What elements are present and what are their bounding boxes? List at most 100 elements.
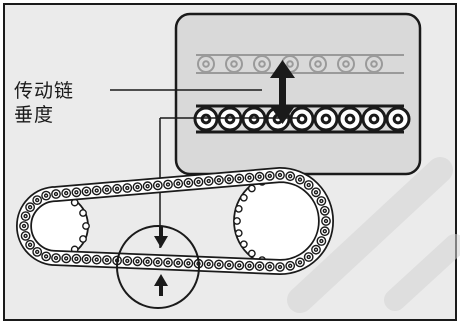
loop-link-pin [125,185,130,191]
front-sprocket-tooth [79,209,87,217]
front-sprocket-tooth [82,222,90,230]
main-link-pin [320,113,332,125]
rear-sprocket-tooth [234,204,243,213]
loop-link-pin [322,229,327,234]
loop-link-pin [288,174,293,179]
loop-link-pin [84,257,89,262]
loop-link-pin [27,205,33,210]
pinch-arrows-icon [154,226,168,296]
inset-main-links [193,106,411,132]
loop-link-pin [176,260,181,266]
loop-link-pin [21,223,27,229]
loop-link-pin [267,173,272,179]
faint-link-pin [202,60,210,68]
loop-link-pin [165,182,171,187]
main-link-pin [368,113,380,125]
rear-sprocket-tooth [239,193,248,202]
faint-link-pin [230,60,238,68]
loop-link-pin [247,175,252,180]
loop-link-pin [306,182,311,188]
loop-link-pin [23,233,28,239]
loop-link-pin [306,254,311,260]
loop-link-pin [23,213,28,219]
loop-link-pin [74,190,79,195]
loop-link-pin [206,178,211,184]
loop-link-pin [94,188,99,193]
loop-link-pin [27,242,33,247]
loop-link-pin [114,186,120,191]
faint-link-pin [286,60,294,68]
loop-link-pin [43,254,49,259]
main-link-pin [224,113,236,125]
loop-link-pin [176,181,181,186]
chain-links [19,170,331,272]
loop-link-pin [135,184,140,190]
loop-link-pin [64,190,69,196]
loop-link-pin [64,256,69,261]
loop-link-pin [53,191,59,197]
loop-link-pin [135,259,140,264]
loop-link-pin [165,260,171,265]
loop-link-pin [226,177,232,182]
loop-link-pin [196,179,201,185]
loop-link-pin [257,264,262,269]
rear-sprocket-tooth [233,217,241,225]
loop-link-pin [297,260,303,265]
label-sag: 垂度 [14,104,55,126]
loop-link-pin [247,263,252,268]
inset-main-chain [196,104,404,134]
loop-link-pin [35,197,40,203]
loop-link-pin [277,264,283,270]
rear-sprocket-tooth [247,249,256,258]
loop-link-pin [237,263,242,268]
faint-link-pin [258,60,266,68]
loop-link-pin [267,264,272,269]
loop-link-pin [216,178,222,183]
loop-link-pin [257,174,262,179]
loop-link-pin [186,180,191,185]
loop-link-pin [206,261,211,267]
loop-link-pin [155,259,160,265]
faint-link-pin [314,60,322,68]
main-link-pin [248,113,260,125]
loop-link-pin [104,187,110,192]
magnifier-circle [116,225,200,309]
inset-faint-chain [196,54,404,74]
faint-link-pin [370,60,378,68]
main-link-pin [296,113,308,125]
double-arrow-icon [270,60,295,124]
loop-link-pin [216,262,222,267]
loop-link-pin [319,238,324,244]
loop-link-pin [322,208,327,213]
loop-link-pin [277,172,283,178]
loop-link-pin [155,183,160,188]
loop-link-pin [125,258,130,264]
main-link-pin [344,113,356,125]
inset-faint-links [197,55,383,73]
loop-link-pin [186,261,191,266]
rear-sprocket-tooth [247,184,256,193]
chain-loop [16,167,334,275]
front-sprocket-tooth [79,235,87,243]
rear-sprocket-tooth [234,229,243,238]
main-link-pin [392,113,404,125]
loop-link-pin [35,249,40,255]
faint-link-pin [342,60,350,68]
loop-link-pin [319,198,324,204]
loop-link-pin [313,247,319,252]
loop-link-pin [53,255,59,261]
loop-link-pin [323,218,329,224]
loop-link-pin [43,193,49,198]
main-link-pin [200,113,212,125]
loop-link-pin [84,189,89,194]
loop-link-pin [74,256,79,261]
loop-link-pin [237,176,242,181]
loop-link-pin [297,177,303,182]
loop-link-pin [104,257,110,263]
loop-link-pin [313,190,319,195]
loop-link-pin [288,263,293,268]
label-drive-chain: 传动链 [14,80,75,102]
loop-link-pin [226,262,232,268]
